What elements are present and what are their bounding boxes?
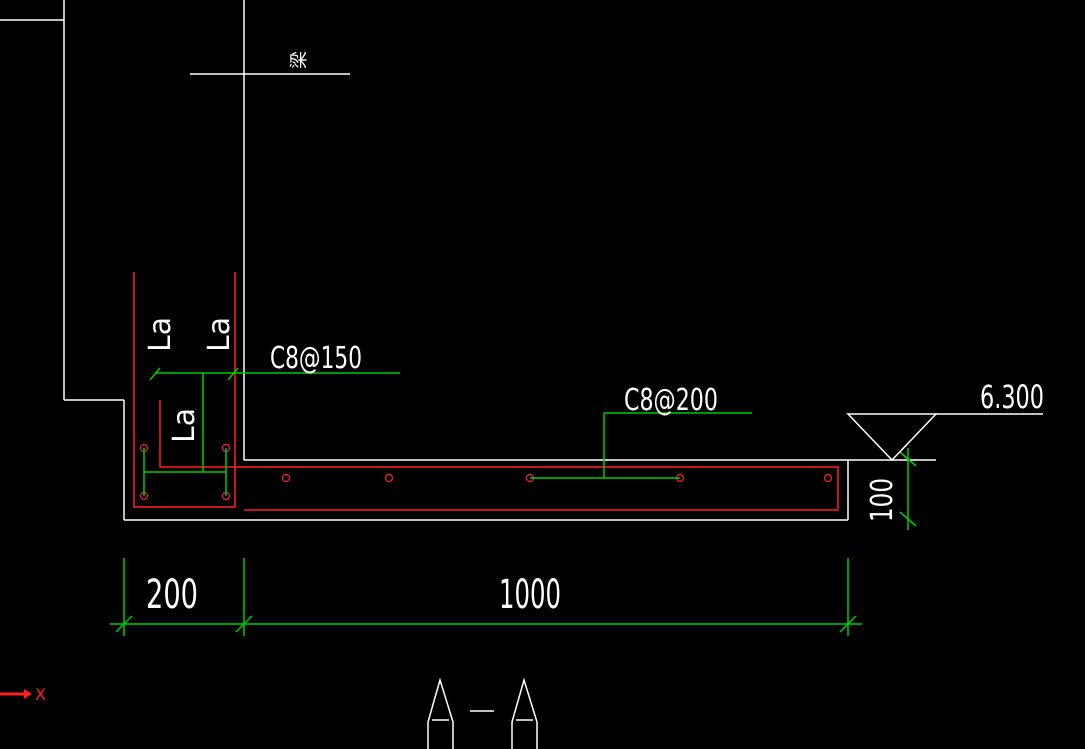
section-title xyxy=(427,677,538,749)
axis-x-label: X xyxy=(35,685,46,704)
anchor-label-right: La xyxy=(202,317,237,352)
dimension-wall-width: 200 xyxy=(146,572,198,618)
rebar-label-slab: C8@200 xyxy=(624,383,718,418)
annotation-lines xyxy=(110,367,917,636)
anchor-label-inner: La xyxy=(167,408,202,443)
rebar-dot xyxy=(823,473,833,483)
dimension-slab-width: 1000 xyxy=(499,572,561,618)
rebar-dot xyxy=(281,473,291,483)
axis-indicator: X xyxy=(0,685,46,704)
section-title-left: A xyxy=(440,738,441,741)
section-title-right: A xyxy=(524,738,525,741)
anchor-label-left: La xyxy=(143,317,178,352)
rebar-dot xyxy=(384,473,394,483)
elevation-marker xyxy=(846,413,1043,462)
beam-level-label: 梁 xyxy=(289,51,310,69)
wall-outline xyxy=(0,0,245,520)
rebar-label-wall: C8@150 xyxy=(270,341,362,376)
triangle-elevation-icon xyxy=(846,413,938,462)
slab-outline xyxy=(124,459,936,521)
slab-thickness-label: 100 xyxy=(865,478,900,522)
elevation-label: 6.300 xyxy=(980,378,1044,416)
arrow-head xyxy=(24,689,32,699)
rebar-lines xyxy=(133,272,839,511)
